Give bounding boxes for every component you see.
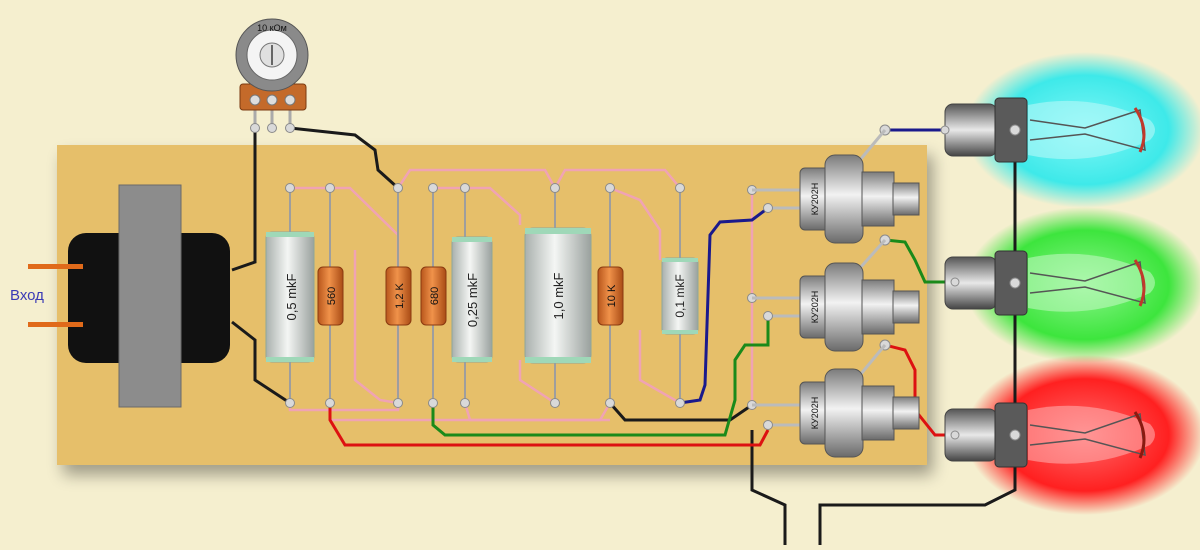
input-lead-bottom bbox=[28, 322, 83, 327]
resistor-label: 10 K bbox=[606, 284, 618, 307]
capacitor-c1: 0,5 mkF bbox=[265, 231, 315, 363]
resistor-r3: 680 bbox=[420, 266, 447, 326]
resistor-label: 1,2 K bbox=[394, 282, 406, 308]
blue-wire bbox=[679, 128, 945, 405]
resistor-r4: 10 K bbox=[597, 266, 624, 326]
thyristor-t1: КУ202Н bbox=[752, 129, 920, 244]
transformer: Вход bbox=[10, 184, 230, 408]
capacitor-c3: 1,0 mkF bbox=[524, 227, 592, 364]
thyristor-label: КУ202Н bbox=[810, 183, 820, 216]
lamp-red bbox=[944, 402, 1155, 468]
thyristor-label: КУ202Н bbox=[810, 291, 820, 324]
resistor-r2: 1,2 K bbox=[385, 266, 412, 326]
lamp-cyan bbox=[940, 97, 1155, 163]
capacitor-label: 1,0 mkF bbox=[551, 272, 566, 319]
input-lead-top bbox=[28, 264, 83, 269]
capacitor-c2: 0,25 mkF bbox=[451, 236, 493, 363]
input-label: Вход bbox=[10, 287, 44, 304]
capacitor-label: 0,1 mkF bbox=[673, 274, 687, 317]
thyristor-label: КУ202Н bbox=[810, 397, 820, 430]
green-wire bbox=[431, 238, 955, 437]
transformer-core bbox=[118, 184, 182, 408]
black-wires bbox=[231, 126, 1017, 545]
lamp-green bbox=[944, 250, 1155, 316]
capacitor-c4: 0,1 mkF bbox=[661, 257, 699, 335]
capacitor-label: 0,5 mkF bbox=[284, 273, 299, 320]
resistor-label: 560 bbox=[326, 287, 338, 305]
potentiometer-label: 10 кОм bbox=[257, 23, 287, 33]
red-wire bbox=[328, 343, 955, 447]
thyristor-t3: КУ202Н bbox=[752, 344, 920, 458]
thyristor-t2: КУ202Н bbox=[752, 239, 920, 352]
potentiometer: 10 кОм bbox=[235, 18, 309, 133]
resistor-label: 680 bbox=[429, 287, 441, 305]
capacitor-label: 0,25 mkF bbox=[465, 273, 480, 327]
resistor-r1: 560 bbox=[317, 266, 344, 326]
